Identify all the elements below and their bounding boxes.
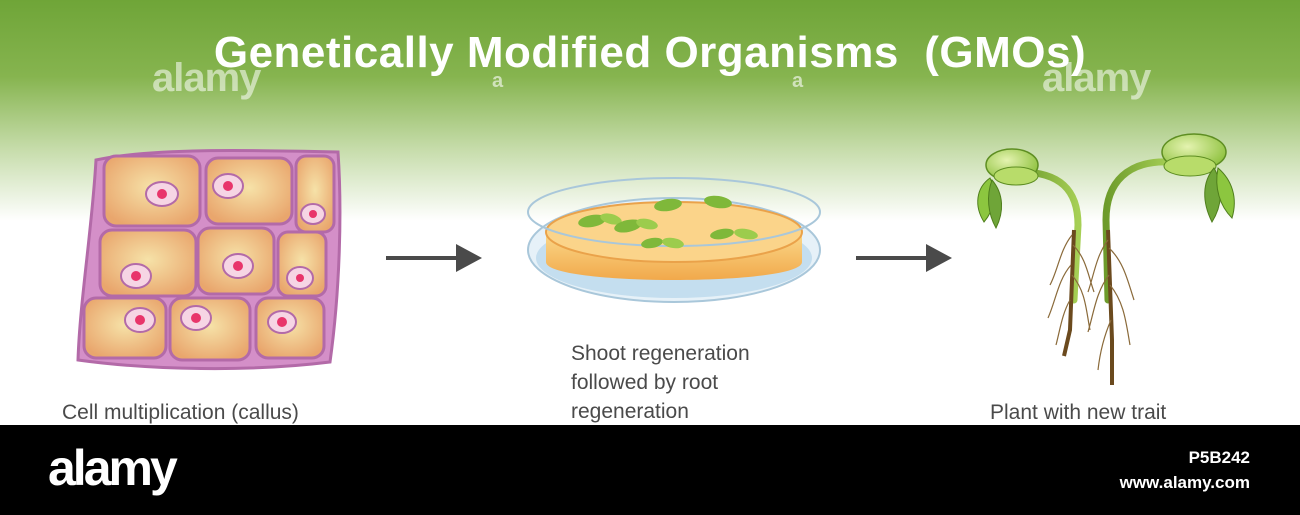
arrow-right-icon <box>856 244 952 272</box>
shoot-sprout <box>614 218 658 233</box>
watermark-mark-2: a <box>792 70 804 92</box>
shoot-sprout <box>641 237 684 249</box>
site-url: www.alamy.com <box>1119 473 1250 492</box>
step-2-caption-line-1: Shoot regeneration <box>571 342 750 365</box>
step-1-caption: Cell multiplication (callus) <box>62 401 299 424</box>
watermark-mark-1: a <box>492 70 504 92</box>
image-id: P5B242 <box>1188 448 1250 467</box>
brand-logo: alamy <box>48 440 178 496</box>
cell <box>254 296 326 360</box>
shoot-sprout <box>654 195 732 212</box>
step-2-caption-line-3: regeneration <box>571 400 689 423</box>
petri-dish-icon <box>527 177 821 303</box>
stock-footer-bar: alamy P5B242 www.alamy.com <box>0 425 1300 515</box>
cell <box>294 154 336 234</box>
cell <box>102 154 202 228</box>
cell <box>204 156 294 226</box>
page-title: Genetically Modified Organisms (GMOs) <box>213 28 1087 77</box>
cell <box>98 228 198 298</box>
cell <box>196 226 276 296</box>
shoot-sprout <box>710 228 758 240</box>
step-2-caption-line-2: followed by root <box>571 371 719 394</box>
watermark-right: alamy <box>1042 56 1151 100</box>
cell <box>276 230 328 298</box>
cell <box>168 296 252 362</box>
arrow-right-icon <box>386 244 482 272</box>
step-3-caption: Plant with new trait <box>990 401 1167 424</box>
shoot-sprout <box>578 213 622 228</box>
diagram-artwork <box>76 133 1235 385</box>
cell <box>82 296 168 360</box>
seedlings-icon <box>977 133 1235 385</box>
watermark-left: alamy <box>152 56 261 100</box>
callus-cells-icon <box>76 148 342 371</box>
